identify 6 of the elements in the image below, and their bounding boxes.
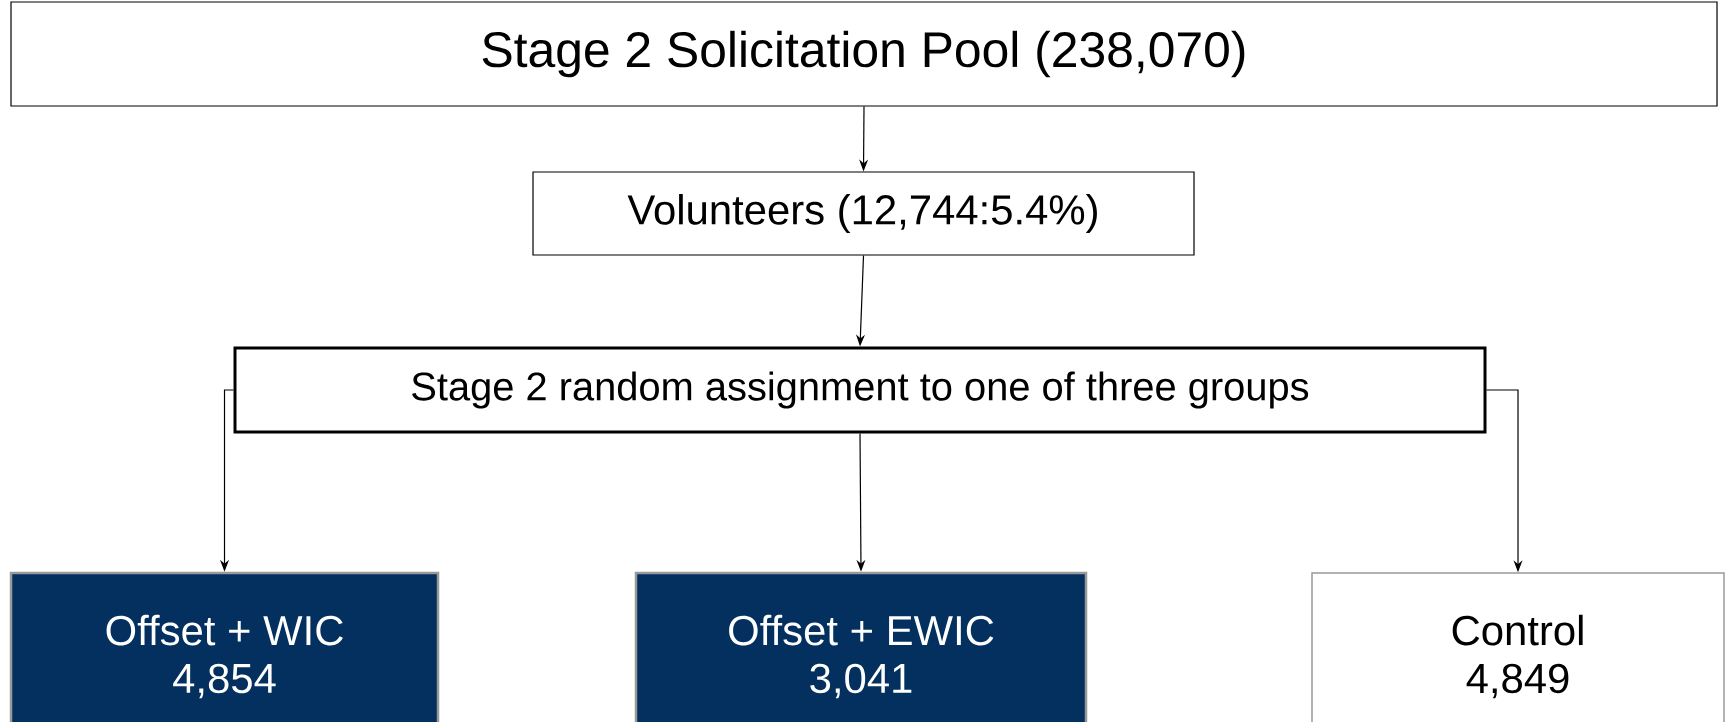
group-box: Control 4,849 <box>1311 572 1725 722</box>
group-box: Offset + WIC 4,854 <box>9 571 440 722</box>
title-box: Stage 2 Solicitation Pool (238,070) <box>10 1 1718 107</box>
process-box: Volunteers (12,744:5.4%) <box>532 171 1195 256</box>
process-box: Stage 2 random assignment to one of three groups <box>233 346 1487 434</box>
group-box: Offset + EWIC 3,041 <box>634 571 1088 722</box>
